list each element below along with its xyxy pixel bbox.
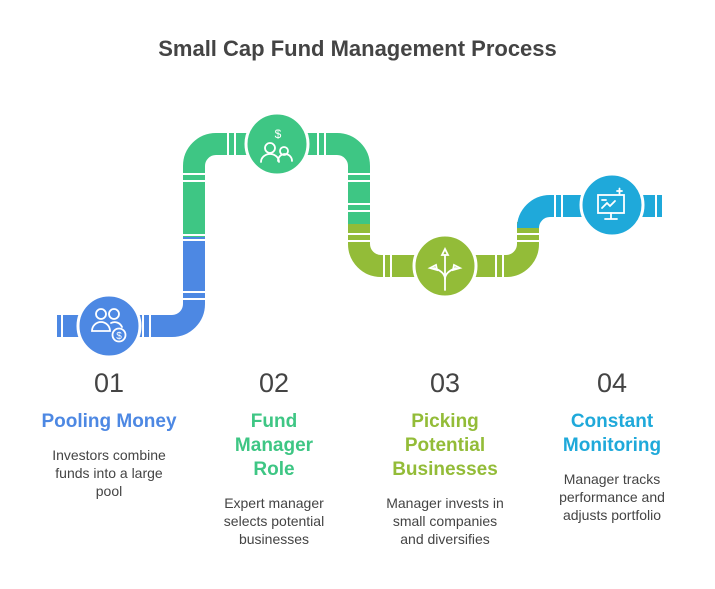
step-number: 03 (429, 368, 461, 398)
step-description: Investors combine funds into a large poo… (52, 447, 166, 499)
step-3: 03 Picking Potential Businesses Manager … (365, 368, 525, 548)
step-description: Manager invests in small companies and d… (386, 495, 504, 547)
diverge-arrows-icon (427, 246, 463, 291)
step-number: 01 (93, 368, 125, 398)
investors-dollar-icon: $ (91, 308, 127, 343)
step-title: Constant Monitoring (562, 411, 662, 456)
step-4: 04 Constant Monitoring Manager tracks pe… (532, 368, 692, 524)
step-title: Fund Manager Role (234, 411, 314, 480)
page-title: Small Cap Fund Management Process (158, 36, 557, 61)
step-2: 02 Fund Manager Role Expert manager sele… (194, 368, 354, 548)
step-2-node (244, 111, 310, 177)
step-title: Picking Potential Businesses (392, 411, 498, 480)
pipe-cyan (517, 195, 662, 229)
step-description: Manager tracks performance and adjusts p… (559, 471, 665, 523)
people-dollar-icon: $ (260, 127, 293, 163)
step-title: Pooling Money (41, 411, 177, 432)
svg-text:$: $ (275, 127, 282, 141)
step-description: Expert manager selects potential busines… (223, 495, 325, 547)
monitor-chart-icon (597, 187, 625, 220)
step-number: 02 (258, 368, 290, 398)
svg-text:$: $ (116, 331, 122, 342)
pipe-blue (57, 235, 205, 337)
step-1: 01 Pooling Money Investors combine funds… (29, 368, 189, 500)
step-number: 04 (596, 368, 628, 398)
